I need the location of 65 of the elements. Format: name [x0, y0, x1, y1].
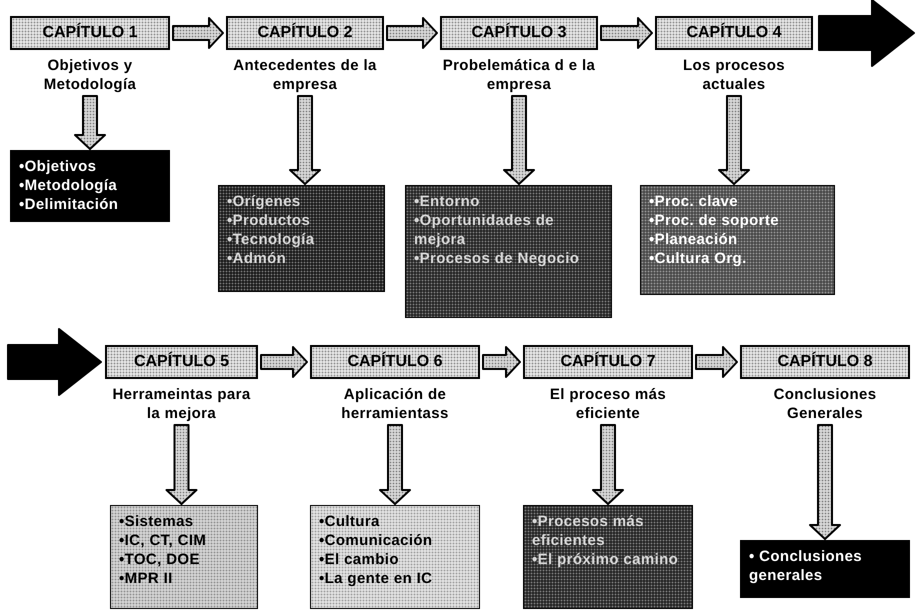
chapter-header: CAPÍTULO 8 — [740, 345, 910, 379]
chapter-title: Herrameintas para la mejora — [111, 385, 252, 423]
topic-item: •Sistemas — [119, 512, 195, 531]
chapter-header: CAPÍTULO 7 — [523, 345, 693, 379]
topic-item: •Productos — [227, 211, 312, 230]
topic-item: •El próximo camino — [532, 550, 680, 569]
topic-item: •Cultura — [319, 512, 381, 531]
topic-item: •MPR II — [119, 569, 174, 588]
block-arrow — [379, 424, 411, 505]
topic-box — [10, 150, 170, 222]
topic-item: •Planeación — [649, 230, 739, 249]
topic-box — [523, 505, 693, 609]
topic-item: •Comunicación — [319, 531, 434, 550]
topic-box — [218, 185, 385, 292]
block-arrow — [482, 346, 521, 378]
topic-item: •El cambio — [319, 550, 400, 569]
chapter-header: CAPÍTULO 1 — [10, 16, 170, 50]
topic-box — [740, 540, 910, 598]
topic-item: •Orígenes — [227, 192, 302, 211]
chapter-title: Probelemática d e la empresa — [442, 56, 596, 94]
chapter-title: Antecedentes de la empresa — [232, 56, 378, 94]
topic-item: •Oportunidades de mejora — [414, 211, 555, 249]
block-arrow — [386, 17, 438, 49]
topic-item: •Entorno — [414, 192, 481, 211]
topic-item: •Procesos más eficientes — [532, 512, 645, 550]
chapter-header: CAPÍTULO 6 — [310, 345, 480, 379]
chapter-title: Aplicación de herramientass — [340, 385, 450, 423]
topic-item: •Proc. clave — [649, 192, 739, 211]
topic-item: •La gente en IC — [319, 569, 434, 588]
block-arrow — [818, 0, 915, 67]
block-arrow — [600, 17, 653, 49]
topic-box — [310, 505, 480, 609]
topic-box — [110, 505, 258, 609]
chapter-title: Los procesos actuales — [682, 56, 786, 94]
topic-item: •Tecnología — [227, 230, 316, 249]
block-arrow — [289, 95, 321, 185]
block-arrow — [172, 17, 224, 49]
topic-item: •Cultura Org. — [649, 249, 748, 268]
chapter-header: CAPÍTULO 4 — [655, 16, 813, 50]
topic-item: •TOC, DOE — [119, 550, 201, 569]
topic-item: •Proc. de soporte — [649, 211, 780, 230]
topic-item: • Conclusiones generales — [749, 547, 864, 585]
chapter-title: Objetivos y Metodología — [42, 56, 138, 94]
topic-item: •Delimitación — [19, 195, 120, 214]
block-arrow — [809, 424, 841, 540]
topic-item: •Metodología — [19, 176, 118, 195]
block-arrow — [695, 346, 738, 378]
topic-item: •Procesos de Negocio — [414, 249, 580, 268]
block-arrow — [592, 424, 624, 505]
chapter-header: CAPÍTULO 2 — [226, 16, 384, 50]
block-arrow — [166, 424, 198, 505]
block-arrow — [503, 95, 535, 185]
chapter-title: El proceso más eficiente — [548, 385, 668, 423]
topic-box — [640, 185, 835, 295]
chapter-header: CAPÍTULO 5 — [105, 345, 258, 379]
topic-item: •Admón — [227, 249, 288, 268]
topic-box — [405, 185, 612, 318]
block-arrow — [260, 346, 308, 378]
chapter-header: CAPÍTULO 3 — [440, 16, 598, 50]
chapter-title: Conclusiones Generales — [772, 385, 878, 423]
block-arrow — [7, 328, 102, 396]
block-arrow — [718, 95, 750, 185]
topic-item: •IC, CT, CIM — [119, 531, 208, 550]
block-arrow — [74, 95, 106, 150]
topic-item: •Objetivos — [19, 157, 98, 176]
